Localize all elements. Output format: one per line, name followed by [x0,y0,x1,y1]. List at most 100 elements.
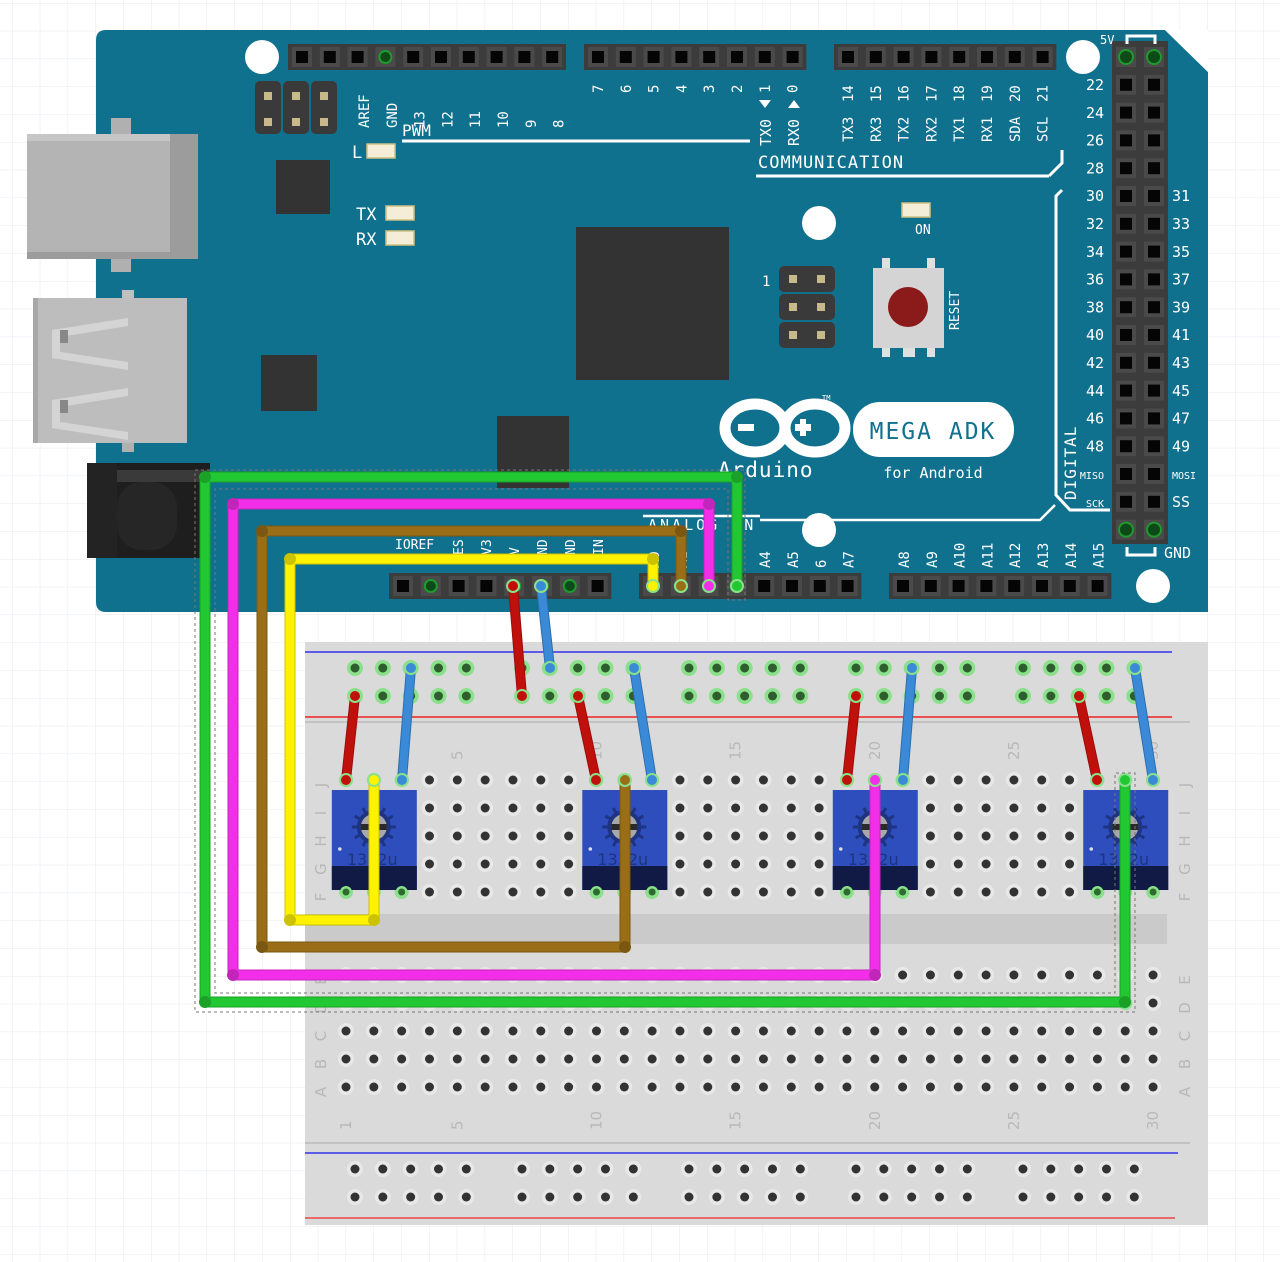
header-pin[interactable] [1148,301,1160,314]
breadboard-hole[interactable] [1148,970,1158,980]
rail-hole[interactable] [879,691,889,701]
rail-hole[interactable] [879,1164,889,1174]
rail-hole[interactable] [907,1192,917,1202]
header-pin[interactable] [953,51,966,63]
breadboard-hole[interactable] [786,1082,796,1092]
header-pin[interactable] [546,51,559,63]
rail-hole[interactable] [740,1164,750,1174]
header-pin[interactable] [490,51,503,63]
breadboard-hole[interactable] [1065,1054,1075,1064]
pin-connected[interactable] [1146,49,1162,65]
breadboard-hole[interactable] [731,887,741,897]
header-pin[interactable] [518,51,531,63]
header-pin[interactable] [1120,245,1132,258]
breadboard-hole[interactable] [647,1026,657,1036]
breadboard-hole[interactable] [480,859,490,869]
header-pin[interactable] [407,51,420,63]
rail-hole[interactable] [767,1164,777,1174]
header-pin[interactable] [1148,162,1160,175]
breadboard-hole[interactable] [898,1054,908,1064]
breadboard-hole[interactable] [452,887,462,897]
breadboard-hole[interactable] [1065,1026,1075,1036]
rail-hole[interactable] [879,663,889,673]
breadboard-hole[interactable] [1065,831,1075,841]
breadboard-hole[interactable] [1037,775,1047,785]
breadboard-hole[interactable] [731,1026,741,1036]
breadboard-hole[interactable] [424,803,434,813]
rail-hole[interactable] [378,1164,388,1174]
breadboard-hole[interactable] [508,859,518,869]
header-pin[interactable] [841,580,854,592]
blue-jumper-wire[interactable] [896,661,919,787]
breadboard-hole[interactable] [619,1082,629,1092]
breadboard-hole[interactable] [786,859,796,869]
header-pin[interactable] [480,580,493,592]
rail-hole[interactable] [461,663,471,673]
breadboard-hole[interactable] [703,1026,713,1036]
header-pin[interactable] [296,51,308,63]
rail-hole[interactable] [573,1164,583,1174]
breadboard-hole[interactable] [647,1082,657,1092]
rail-hole[interactable] [740,691,750,701]
breadboard-hole[interactable] [452,775,462,785]
header-pin[interactable] [1148,329,1160,341]
breadboard-hole[interactable] [1037,970,1047,980]
green-wire-a3[interactable] [199,471,1132,1008]
red-jumper-wire[interactable] [571,689,603,787]
breadboard-hole[interactable] [1092,970,1102,980]
rail-hole[interactable] [573,663,583,673]
breadboard-hole[interactable] [591,1026,601,1036]
breadboard-hole[interactable] [925,1082,935,1092]
rail-hole[interactable] [712,691,722,701]
header-pin[interactable] [1148,440,1160,453]
breadboard-hole[interactable] [1009,1054,1019,1064]
rail-hole[interactable] [1101,1164,1111,1174]
header-pin[interactable] [758,51,771,63]
breadboard-hole[interactable] [1065,1082,1075,1092]
header-pin[interactable] [1120,301,1132,314]
header-pin[interactable] [731,51,743,63]
rail-hole[interactable] [600,1192,610,1202]
pin-connected[interactable] [1118,521,1134,538]
breadboard-hole[interactable] [981,775,991,785]
breadboard-hole[interactable] [925,1026,935,1036]
rail-hole[interactable] [461,1164,471,1174]
header-pin[interactable] [786,51,799,63]
breadboard-hole[interactable] [898,1082,908,1092]
header-pin[interactable] [703,51,716,63]
header-pin[interactable] [897,580,909,592]
rail-hole[interactable] [740,663,750,673]
breadboard-hole[interactable] [703,1054,713,1064]
rail-hole[interactable] [600,1164,610,1174]
breadboard-hole[interactable] [758,831,768,841]
rail-hole[interactable] [851,1192,861,1202]
rail-hole[interactable] [934,1192,944,1202]
header-pin[interactable] [1148,134,1160,147]
blue-jumper-wire[interactable] [627,661,659,787]
magenta-wire-a2[interactable] [227,498,882,981]
breadboard-hole[interactable] [1009,1026,1019,1036]
rail-hole[interactable] [740,1192,750,1202]
breadboard-hole[interactable] [675,1026,685,1036]
rail-hole[interactable] [684,691,694,701]
breadboard-hole[interactable] [953,1026,963,1036]
breadboard-hole[interactable] [1065,887,1075,897]
breadboard-hole[interactable] [731,831,741,841]
header-pin[interactable] [924,580,937,592]
rail-hole[interactable] [378,663,388,673]
breadboard-hole[interactable] [452,803,462,813]
breadboard-hole[interactable] [925,831,935,841]
rail-hole[interactable] [545,1192,555,1202]
breadboard-hole[interactable] [814,1082,824,1092]
breadboard-hole[interactable] [786,1026,796,1036]
breadboard-hole[interactable] [1065,970,1075,980]
breadboard-hole[interactable] [1009,970,1019,980]
header-pin[interactable] [1120,162,1132,175]
breadboard-hole[interactable] [1037,1082,1047,1092]
breadboard-hole[interactable] [1009,859,1019,869]
breadboard-hole[interactable] [1037,831,1047,841]
rail-hole[interactable] [934,1164,944,1174]
breadboard-hole[interactable] [758,803,768,813]
breadboard-hole[interactable] [925,859,935,869]
breadboard-hole[interactable] [1092,1082,1102,1092]
